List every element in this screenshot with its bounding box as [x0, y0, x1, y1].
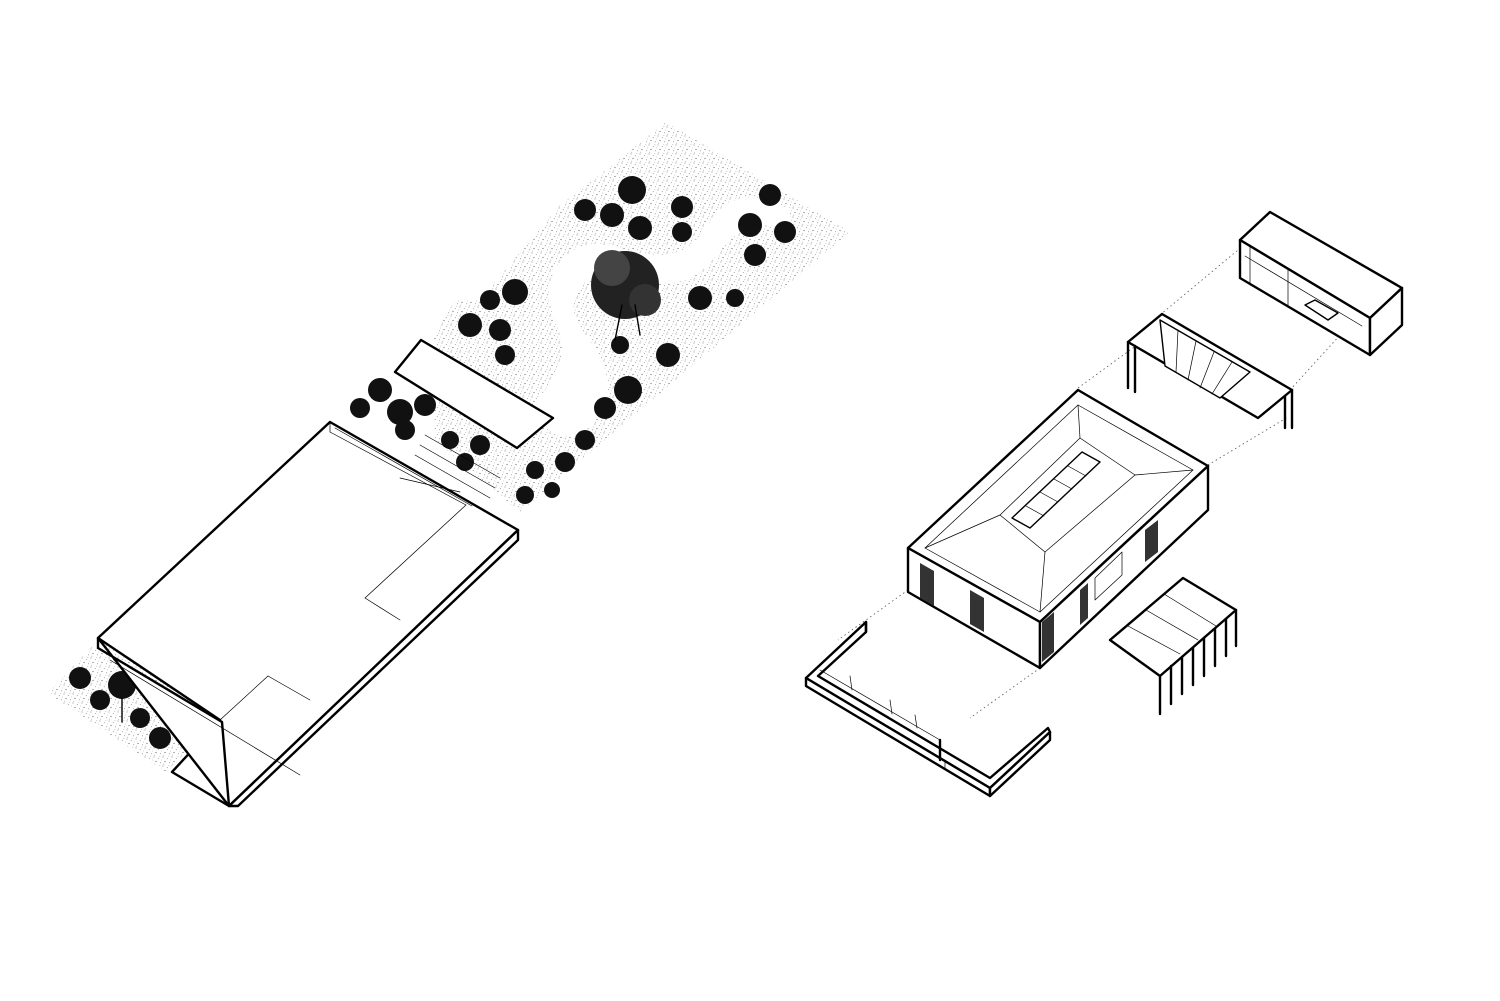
- tree-canopy: [672, 222, 692, 242]
- tree-canopy: [470, 435, 490, 455]
- tree-canopy: [574, 199, 596, 221]
- tree-canopy: [656, 343, 680, 367]
- window-opening: [970, 590, 984, 632]
- tree-canopy: [594, 397, 616, 419]
- wall-face: [804, 676, 992, 798]
- steps: [414, 434, 501, 499]
- window-opening: [1042, 612, 1054, 662]
- tree-canopy: [149, 727, 171, 749]
- tree-canopy: [502, 279, 528, 305]
- tree-canopy: [575, 430, 595, 450]
- tree-canopy: [458, 313, 482, 337]
- pavilion-side-face: [1368, 286, 1404, 357]
- tree-canopy: [480, 290, 500, 310]
- hip-roof-lines: [924, 404, 1194, 613]
- window-opening: [920, 563, 934, 606]
- tree-canopy: [671, 196, 693, 218]
- tree-canopy: [628, 216, 652, 240]
- tree-canopy: [600, 203, 624, 227]
- window-opening: [1080, 583, 1088, 625]
- tree-clusters-upper: [350, 176, 796, 504]
- tree-canopy: [611, 336, 629, 354]
- door-opening: [1094, 551, 1123, 601]
- canopy-slats: [1159, 319, 1251, 399]
- tree-canopy: [350, 398, 370, 418]
- pergola: [1108, 576, 1238, 716]
- tree-canopy: [414, 394, 436, 416]
- annex-footprint: [393, 338, 555, 450]
- tree-canopy: [516, 486, 534, 504]
- tree-canopy: [555, 452, 575, 472]
- open-frame-canopy: [1126, 312, 1294, 430]
- tree-canopy: [395, 420, 415, 440]
- wall-end-face: [988, 730, 1052, 798]
- tree-canopy: [614, 376, 642, 404]
- tree-canopy: [130, 708, 150, 728]
- entry-pavilion: [1238, 210, 1404, 357]
- main-building-module: [906, 388, 1210, 670]
- building-outlines: [109, 421, 473, 776]
- tree-canopy: [688, 286, 712, 310]
- tree-canopy: [489, 319, 511, 341]
- large-tree: [591, 250, 661, 341]
- tree-canopy: [90, 690, 110, 710]
- tree-canopy: [544, 482, 560, 498]
- pavilion-bench: [1304, 299, 1339, 321]
- tree-canopy: [441, 431, 459, 449]
- tree-canopy: [726, 289, 744, 307]
- tree-canopy: [495, 345, 515, 365]
- tree-canopy: [618, 176, 646, 204]
- exploded-axonometric: [804, 210, 1404, 798]
- tree-canopy: [456, 453, 474, 471]
- monitor-skylight: [1011, 451, 1101, 529]
- l-shaped-ground-wall: [804, 620, 1052, 798]
- tree-canopy: [368, 378, 392, 402]
- tree-canopy: [774, 221, 796, 243]
- site-plan: [48, 122, 850, 808]
- building-slab-edge: [96, 528, 520, 808]
- tree-canopy: [744, 244, 766, 266]
- tree-canopy: [69, 667, 91, 689]
- window-opening: [1145, 520, 1158, 562]
- pergola-roof: [1108, 576, 1238, 678]
- tree-canopy: [759, 184, 781, 206]
- tree-canopy: [526, 461, 544, 479]
- tree-canopy: [738, 213, 762, 237]
- tree-canopy: [387, 399, 413, 425]
